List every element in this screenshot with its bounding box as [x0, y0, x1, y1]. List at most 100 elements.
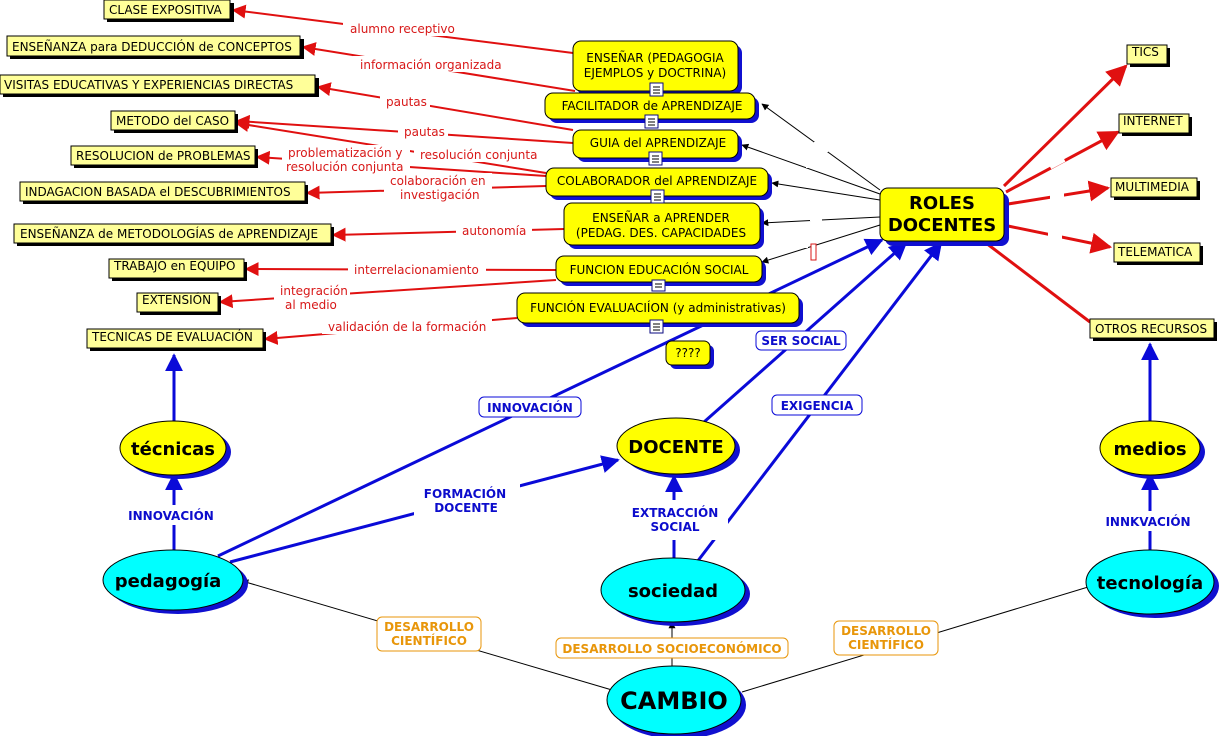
label-formacion-2: DOCENTE [434, 501, 498, 515]
leaf-label: METODO del CASO [116, 114, 229, 128]
leaf-extension[interactable]: EXTENSIÓN [136, 292, 221, 315]
role-label: FUNCIÓN EVALUACIÍON (y administrativas) [530, 300, 786, 315]
role-unknown[interactable]: ???? [665, 340, 714, 369]
label-interrelacionamiento: interrelacionamiento [354, 263, 479, 277]
label-desarrollo-right-2: CIENTÍFICO [848, 637, 924, 652]
role-label: GUIA del APRENDIZAJE [590, 136, 726, 150]
oval-label: medios [1113, 439, 1186, 460]
leaf-resolucion-problemas[interactable]: RESOLUCION de PROBLEMAS [70, 145, 258, 168]
label-colaboracion-2: investigación [400, 188, 480, 202]
blue-link-gaps [118, 484, 1202, 540]
leaf-label: TELEMATICA [1117, 245, 1193, 259]
leaf-indagacion[interactable]: INDAGACION BASADA el DESCUBRIMIENTOS [19, 181, 308, 204]
leaf-ensenanza-deduccion[interactable]: ENSEÑANZA para DEDUCCIÓN de CONCEPTOS [6, 35, 304, 59]
left-leaf-boxes: CLASE EXPOSITIVA ENSEÑANZA para DEDUCCIÓ… [0, 0, 334, 351]
role-label: COLABORADOR del APRENDIZAJE [557, 174, 757, 188]
leaf-label: ENSEÑANZA para DEDUCCIÓN de CONCEPTOS [12, 39, 292, 54]
label-formacion-1: FORMACIÓN [424, 486, 506, 501]
oval-docente[interactable]: DOCENTE [616, 417, 740, 478]
role-educacion-social[interactable]: FUNCION EDUCACIÓN SOCIAL [555, 255, 766, 286]
oval-sociedad[interactable]: sociedad [600, 557, 750, 626]
label-alumno-receptivo: alumno receptivo [350, 22, 455, 36]
leaf-internet[interactable]: INTERNET [1118, 113, 1192, 136]
label-colaboracion-1: colaboración en [390, 174, 486, 188]
right-leaf-boxes: TICS INTERNET MULTIMEDIA TELEMATICA OTRO… [1089, 44, 1217, 341]
blue-free-labels: INNOVACIÓN FORMACIÓN DOCENTE EXTRACCIÓN … [128, 486, 1190, 534]
blue-boxed-labels: SER SOCIAL INNOVACIÓN EXIGENCIA [478, 330, 863, 418]
role-label-1: ENSEÑAR a APRENDER [592, 210, 730, 225]
leaf-label: INTERNET [1123, 114, 1183, 128]
label-exigencia: EXIGENCIA [781, 399, 854, 413]
link-gaps [796, 142, 828, 248]
oval-pedagogia[interactable]: pedagogía [102, 549, 248, 614]
label-informacion-organizada: información organizada [360, 58, 502, 72]
leaf-metodo-caso[interactable]: METODO del CASO [110, 110, 238, 133]
role-ensenar-pedagogia[interactable]: ENSEÑAR (PEDAGOGIA EJEMPLOS y DOCTRINA) [572, 40, 742, 95]
document-icon[interactable] [644, 114, 659, 129]
leaf-label: TRABAJO en EQUIPO [113, 259, 235, 273]
label-pautas-1: pautas [386, 95, 427, 109]
label-integracion-2: al medio [285, 298, 337, 312]
role-evaluacion[interactable]: FUNCIÓN EVALUACIÍON (y administrativas) [516, 292, 803, 327]
leaf-label: TICS [1131, 45, 1159, 59]
document-icon[interactable] [649, 82, 664, 97]
right-link-gaps [1046, 111, 1068, 239]
leaf-label: RESOLUCION de PROBLEMAS [76, 149, 251, 163]
leaf-multimedia[interactable]: MULTIMEDIA [1110, 177, 1200, 200]
roles-docentes-node[interactable]: ROLES DOCENTES [879, 187, 1009, 246]
document-icon[interactable] [649, 319, 664, 334]
role-guia[interactable]: GUIA del APRENDIZAJE [572, 129, 742, 162]
role-label: ???? [675, 346, 700, 360]
leaf-label: CLASE EXPOSITIVA [109, 3, 223, 17]
document-icon[interactable] [648, 151, 663, 166]
center-title-2: DOCENTES [888, 215, 996, 236]
leaf-label: TECNICAS DE EVALUACIÓN [91, 329, 253, 344]
left-link-labels: alumno receptivo información organizada … [274, 20, 544, 334]
label-desarrollo-left-2: CIENTÍFICO [391, 633, 467, 648]
center-title-1: ROLES [909, 193, 975, 214]
label-integracion-1: integración [280, 284, 348, 298]
doc-icons [644, 82, 666, 334]
role-label: FACILITADOR de APRENDIZAJE [562, 99, 743, 113]
leaf-trabajo-equipo[interactable]: TRABAJO en EQUIPO [108, 258, 247, 281]
oval-label: tecnología [1097, 573, 1203, 594]
label-socioeconomico: DESARROLLO SOCIOECONÓMICO [562, 641, 781, 656]
label-innkvacion: INNKVACIÓN [1105, 514, 1190, 529]
document-icon[interactable] [650, 189, 665, 204]
label-desarrollo-right-1: DESARROLLO [841, 624, 931, 638]
oval-cambio[interactable]: CAMBIO [606, 665, 746, 736]
label-resolucion-conjunta: resolución conjunta [420, 148, 537, 162]
oval-medios[interactable]: medios [1099, 420, 1205, 479]
leaf-telematica[interactable]: TELEMATICA [1113, 242, 1203, 265]
oval-label: CAMBIO [620, 687, 728, 715]
leaf-visitas-educativas[interactable]: VISITAS EDUCATIVAS Y EXPERIENCIAS DIRECT… [0, 74, 319, 97]
leaf-label: OTROS RECURSOS [1095, 322, 1207, 336]
label-problematizacion-2: resolución conjunta [286, 160, 403, 174]
leaf-metodologias[interactable]: ENSEÑANZA de METODOLOGÍAS de APRENDIZAJE [13, 223, 334, 246]
role-ensenar-aprender[interactable]: ENSEÑAR a APRENDER (PEDAG. DES. CAPACIDA… [563, 202, 764, 249]
leaf-tecnicas-evaluacion[interactable]: TECNICAS DE EVALUACIÓN [86, 328, 266, 351]
role-label-2: EJEMPLOS y DOCTRINA) [584, 66, 726, 80]
document-icon[interactable] [651, 279, 666, 292]
leaf-label: INDAGACION BASADA el DESCUBRIMIENTOS [25, 185, 291, 199]
role-label: FUNCION EDUCACIÓN SOCIAL [570, 262, 749, 277]
oval-label: pedagogía [115, 571, 222, 592]
orange-labels: DESARROLLO CIENTÍFICO DESARROLLO SOCIOEC… [376, 616, 939, 659]
label-desarrollo-left-1: DESARROLLO [384, 620, 474, 634]
label-pautas-2: pautas [404, 125, 445, 139]
role-label-1: ENSEÑAR (PEDAGOGIA [586, 50, 724, 65]
leaf-clase-expositiva[interactable]: CLASE EXPOSITIVA [103, 0, 234, 22]
note-marker-icon [810, 243, 817, 261]
label-ser-social: SER SOCIAL [761, 334, 841, 348]
oval-label: DOCENTE [628, 437, 723, 458]
oval-tecnologia[interactable]: tecnología [1085, 549, 1219, 618]
leaf-otros-recursos[interactable]: OTROS RECURSOS [1089, 318, 1217, 341]
oval-label: sociedad [628, 581, 718, 602]
role-facilitador[interactable]: FACILITADOR de APRENDIZAJE [544, 92, 759, 123]
leaf-tics[interactable]: TICS [1126, 44, 1170, 67]
label-problematizacion-1: problematización y [288, 146, 403, 160]
label-innovacion-box: INNOVACIÓN [487, 400, 573, 415]
oval-tecnicas[interactable]: técnicas [119, 420, 231, 479]
leaf-label: VISITAS EDUCATIVAS Y EXPERIENCIAS DIRECT… [4, 78, 293, 92]
